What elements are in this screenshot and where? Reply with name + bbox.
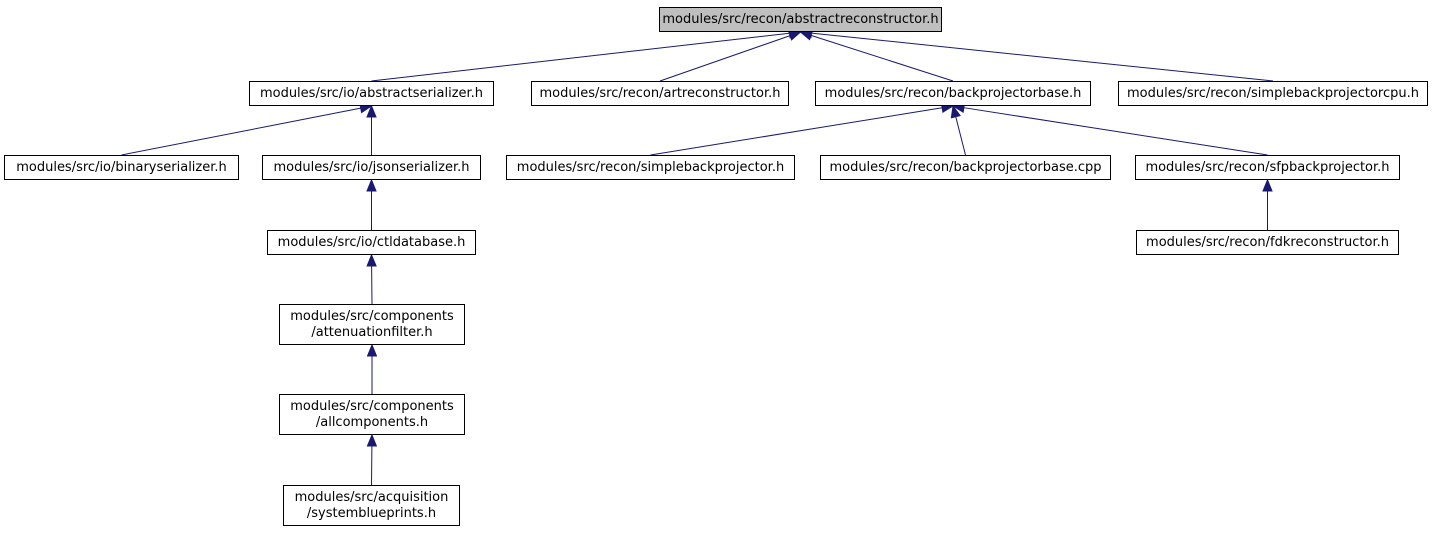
node-label: modules/src/recon/backprojectorbase.cpp xyxy=(829,159,1102,175)
node-simplebackprojector[interactable]: modules/src/recon/simplebackprojector.h xyxy=(506,155,795,180)
node-backprojectorbase-h[interactable]: modules/src/recon/backprojectorbase.h xyxy=(815,81,1091,106)
edge-arrowhead xyxy=(787,30,802,41)
edge-abstractserializer-to-root xyxy=(371,32,790,82)
node-label: modules/src/recon/artreconstructor.h xyxy=(539,85,781,101)
node-label: modules/src/io/jsonserializer.h xyxy=(273,159,470,175)
edge-arrowhead xyxy=(366,343,378,357)
node-label-line-1: modules/src/components xyxy=(290,308,454,324)
node-label: modules/src/io/abstractserializer.h xyxy=(259,85,484,101)
edge-binaryserializer-to-abstractserializer xyxy=(121,107,361,156)
edge-arrowhead xyxy=(366,178,377,192)
node-label-line-2: /systemblueprints.h xyxy=(306,505,437,521)
node-allcomponents[interactable]: modules/src/components /allcomponents.h xyxy=(279,394,465,435)
edge-arrowhead xyxy=(366,433,378,447)
node-sfpbackprojector[interactable]: modules/src/recon/sfpbackprojector.h xyxy=(1135,155,1400,180)
node-artreconstructor[interactable]: modules/src/recon/artreconstructor.h xyxy=(531,81,789,106)
edge-arrowhead xyxy=(366,104,377,118)
edge-arrowhead xyxy=(1262,178,1273,192)
node-binaryserializer[interactable]: modules/src/io/binaryserializer.h xyxy=(4,155,239,180)
node-label: modules/src/recon/backprojectorbase.h xyxy=(824,85,1082,101)
edge-backprojectorbase_cpp-to-backprojectorbase_h xyxy=(955,116,966,156)
node-simplebackprojectorcpu[interactable]: modules/src/recon/simplebackprojectorcpu… xyxy=(1118,81,1428,106)
node-backprojectorbase-cpp[interactable]: modules/src/recon/backprojectorbase.cpp xyxy=(820,155,1111,180)
edge-backprojectorbase_h-to-root xyxy=(810,34,954,82)
node-root: modules/src/recon/abstractreconstructor.… xyxy=(659,7,942,32)
node-label: modules/src/recon/fdkreconstructor.h xyxy=(1146,234,1389,250)
node-abstractserializer[interactable]: modules/src/io/abstractserializer.h xyxy=(249,81,494,106)
edge-sfpbackprojector-to-backprojectorbase_h xyxy=(963,107,1268,156)
node-label: modules/src/io/binaryserializer.h xyxy=(16,159,227,175)
node-ctldatabase[interactable]: modules/src/io/ctldatabase.h xyxy=(267,230,476,255)
edge-arrowhead xyxy=(366,253,377,267)
node-label-line-1: modules/src/acquisition xyxy=(294,489,449,505)
node-label-line-1: modules/src/components xyxy=(290,398,454,414)
node-label-line-2: /attenuationfilter.h xyxy=(311,324,433,340)
edge-artreconstructor-to-root xyxy=(659,35,791,82)
node-label: modules/src/recon/abstractreconstructor.… xyxy=(662,11,939,27)
edge-simplebackprojectorcpu-to-root xyxy=(811,32,1274,82)
node-label: modules/src/io/ctldatabase.h xyxy=(277,234,466,250)
node-systemblueprints[interactable]: modules/src/acquisition /systemblueprint… xyxy=(283,485,460,526)
node-label: modules/src/recon/sfpbackprojector.h xyxy=(1145,159,1390,175)
node-label-line-2: /allcomponents.h xyxy=(315,414,429,430)
edge-simplebackprojector-to-backprojectorbase_h xyxy=(650,107,943,156)
edge-arrowhead xyxy=(950,104,961,119)
node-label: modules/src/recon/simplebackprojectorcpu… xyxy=(1127,85,1419,101)
node-fdkreconstructor[interactable]: modules/src/recon/fdkreconstructor.h xyxy=(1136,230,1399,255)
node-jsonserializer[interactable]: modules/src/io/jsonserializer.h xyxy=(262,155,481,180)
node-attenuationfilter[interactable]: modules/src/components /attenuationfilte… xyxy=(279,304,465,345)
node-label: modules/src/recon/simplebackprojector.h xyxy=(516,159,785,175)
